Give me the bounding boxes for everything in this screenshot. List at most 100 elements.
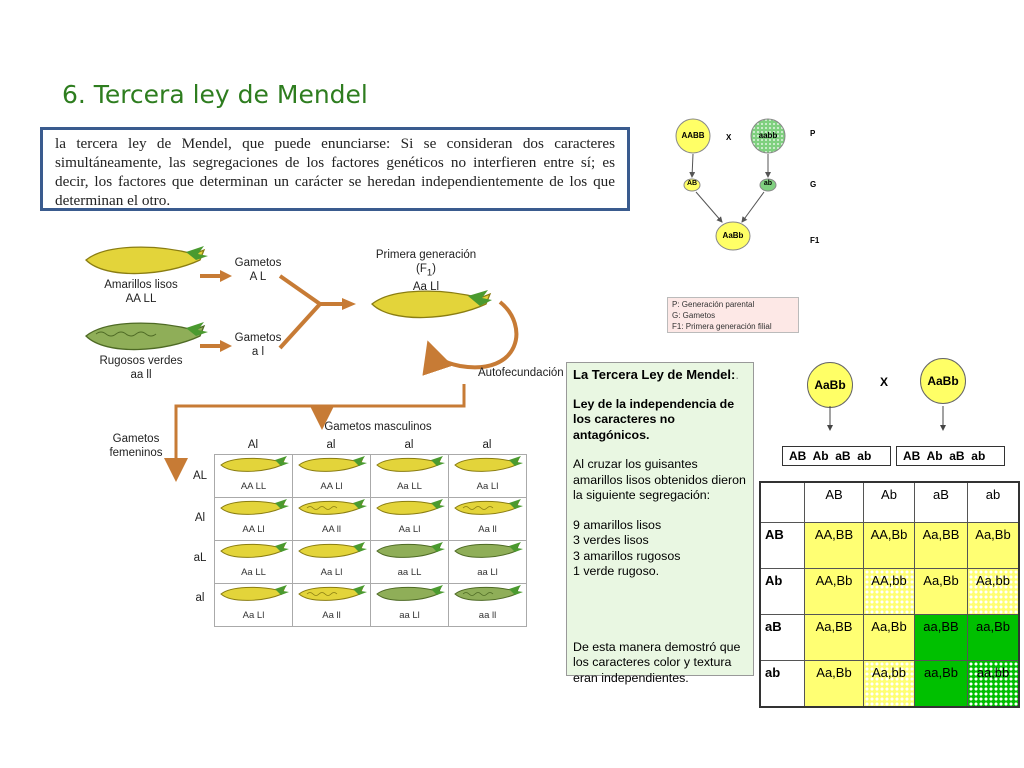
punnett-cell: AA,BB	[804, 522, 864, 569]
arrow-gametes-2	[200, 340, 232, 352]
pea-pod-icon	[297, 542, 367, 558]
scheme-p2-circle	[750, 118, 786, 154]
scheme-p2: aabb	[758, 131, 778, 140]
punnett-cell: aa,Bb	[914, 660, 968, 708]
gametes1-label: Gametos A L	[234, 257, 282, 283]
pea-grid-cell: Aa ll	[448, 497, 527, 541]
scheme-x: X	[726, 133, 732, 142]
converge-bottom	[278, 302, 322, 350]
pea-pod-icon	[453, 456, 523, 472]
scheme-g1-circle	[683, 178, 701, 192]
punnett-arrows	[827, 406, 946, 431]
pea-genotype-label: Aa ll	[478, 524, 497, 535]
pea-grid-cell: AA ll	[292, 497, 371, 541]
parent-green-pod	[85, 322, 208, 351]
pea-pod-icon	[453, 585, 523, 601]
pea-grid-cell: Aa LL	[370, 454, 449, 498]
converge-top	[278, 274, 342, 306]
pea-grid-row-Al: Al	[194, 512, 206, 524]
female-gametes-label: Gametos femeninos	[109, 433, 163, 459]
punnett-cell: aa,BB	[914, 614, 968, 661]
scheme-row-f1: F1	[810, 236, 820, 245]
pea-pod-icon	[375, 542, 445, 558]
parent1-label: Amarillos lisos AA LL	[104, 279, 178, 305]
pea-genotype-label: aa LL	[397, 567, 422, 578]
pea-genotype-label: Aa ll	[322, 610, 341, 621]
pea-grid-cell: aa Ll	[370, 583, 449, 627]
scheme-p1: AABB	[681, 131, 705, 140]
punnett-cell: Aa,Bb	[863, 614, 915, 661]
punnett-col-header: Ab	[863, 481, 915, 523]
pea-grid-row-al: al	[195, 592, 205, 604]
pea-grid-cell: Aa Ll	[370, 497, 449, 541]
pea-grid-cell: Aa LL	[214, 540, 293, 584]
punnett-row-header: ab	[759, 660, 805, 708]
scheme-f1: AaBb	[722, 231, 744, 240]
punnett-cell: AA,Bb	[863, 522, 915, 569]
scheme-f1-circle	[715, 221, 751, 251]
law-conclusion: De esta manera demostró que los caracter…	[573, 639, 741, 685]
scheme-g2: ab	[763, 180, 773, 187]
punnett-col-header: aB	[914, 481, 968, 523]
pea-pod-icon	[219, 585, 289, 601]
parent-yellow-pod	[85, 246, 208, 275]
scheme-legend: P: Generación parental G: Gametos F1: Pr…	[667, 297, 799, 333]
definition-box: la tercera ley de Mendel, que puede enun…	[40, 127, 630, 211]
pea-grid-cell: Aa Ll	[448, 454, 527, 498]
page-title: 6. Tercera ley de Mendel	[62, 80, 368, 109]
selfing-arrow	[422, 300, 519, 376]
selfing-label: Autofecundación	[478, 367, 564, 379]
pea-grid-col-headers: Al al al al	[247, 439, 492, 451]
punnett-row-header: Ab	[759, 568, 805, 615]
punnett-cell: Aa,bb	[967, 568, 1020, 615]
pea-pod-icon	[219, 499, 289, 515]
law-result-2: 3 verdes lisos	[573, 533, 649, 547]
pea-pod-icon	[375, 585, 445, 601]
pea-grid-cell: AA Ll	[214, 497, 293, 541]
pea-genotype-label: aa ll	[478, 610, 497, 621]
pea-grid-row: Aa Ll Aa ll aa Ll aa ll	[214, 583, 527, 627]
punnett-row-header: AB	[759, 522, 805, 569]
pea-grid-cell: Aa ll	[292, 583, 371, 627]
law-para1: Al cruzar los guisantes amarillos lisos …	[573, 457, 746, 502]
pea-genotype-label: AA ll	[321, 524, 341, 535]
law-heading: La Tercera Ley de Mendel:.	[573, 367, 739, 382]
pea-grid-row: AA Ll AA ll Aa Ll Aa ll	[214, 497, 527, 541]
punnett-parent-right: AaBb	[920, 358, 966, 404]
parent2-label: Rugosos verdes aa ll	[99, 355, 183, 381]
pea-genotype-label: Aa Ll	[242, 610, 265, 621]
pea-grid-cell: aa LL	[370, 540, 449, 584]
cross-diagram	[85, 246, 519, 482]
pea-genotype-label: AA Ll	[242, 524, 265, 535]
pea-pod-icon	[375, 456, 445, 472]
punnett-cell: AA,Bb	[804, 568, 864, 615]
pea-grid-cell: Aa Ll	[292, 540, 371, 584]
pea-pod-icon	[297, 499, 367, 515]
punnett-gametes-left: AB Ab aB ab	[782, 446, 891, 466]
law-result-4: 1 verde rugoso.	[573, 564, 660, 578]
punnett-row-header: aB	[759, 614, 805, 661]
arrow-gametes-1	[200, 270, 232, 282]
pea-grid-cell: Aa Ll	[214, 583, 293, 627]
pea-genotype-label: Aa Ll	[398, 524, 421, 535]
parental-scheme	[675, 118, 786, 251]
pea-pod-icon	[453, 542, 523, 558]
pea-pod-icon	[219, 542, 289, 558]
punnett-cell: Aa,BB	[804, 614, 864, 661]
pea-grid-cell: AA Ll	[292, 454, 371, 498]
pea-pod-icon	[297, 585, 367, 601]
punnett-cell: Aa,Bb	[914, 568, 968, 615]
law-result-3: 3 amarillos rugosos	[573, 548, 681, 563]
pea-genotype-label: aa Ll	[399, 610, 420, 621]
pea-pod-icon	[219, 456, 289, 472]
punnett-cell: Aa,Bb	[804, 660, 864, 708]
punnett-cell: Aa,bb	[863, 660, 915, 708]
punnett-header-row: AB Ab aB ab	[759, 481, 1020, 523]
punnett-cross: X	[880, 375, 889, 389]
pea-genotype-label: Aa LL	[241, 567, 266, 578]
